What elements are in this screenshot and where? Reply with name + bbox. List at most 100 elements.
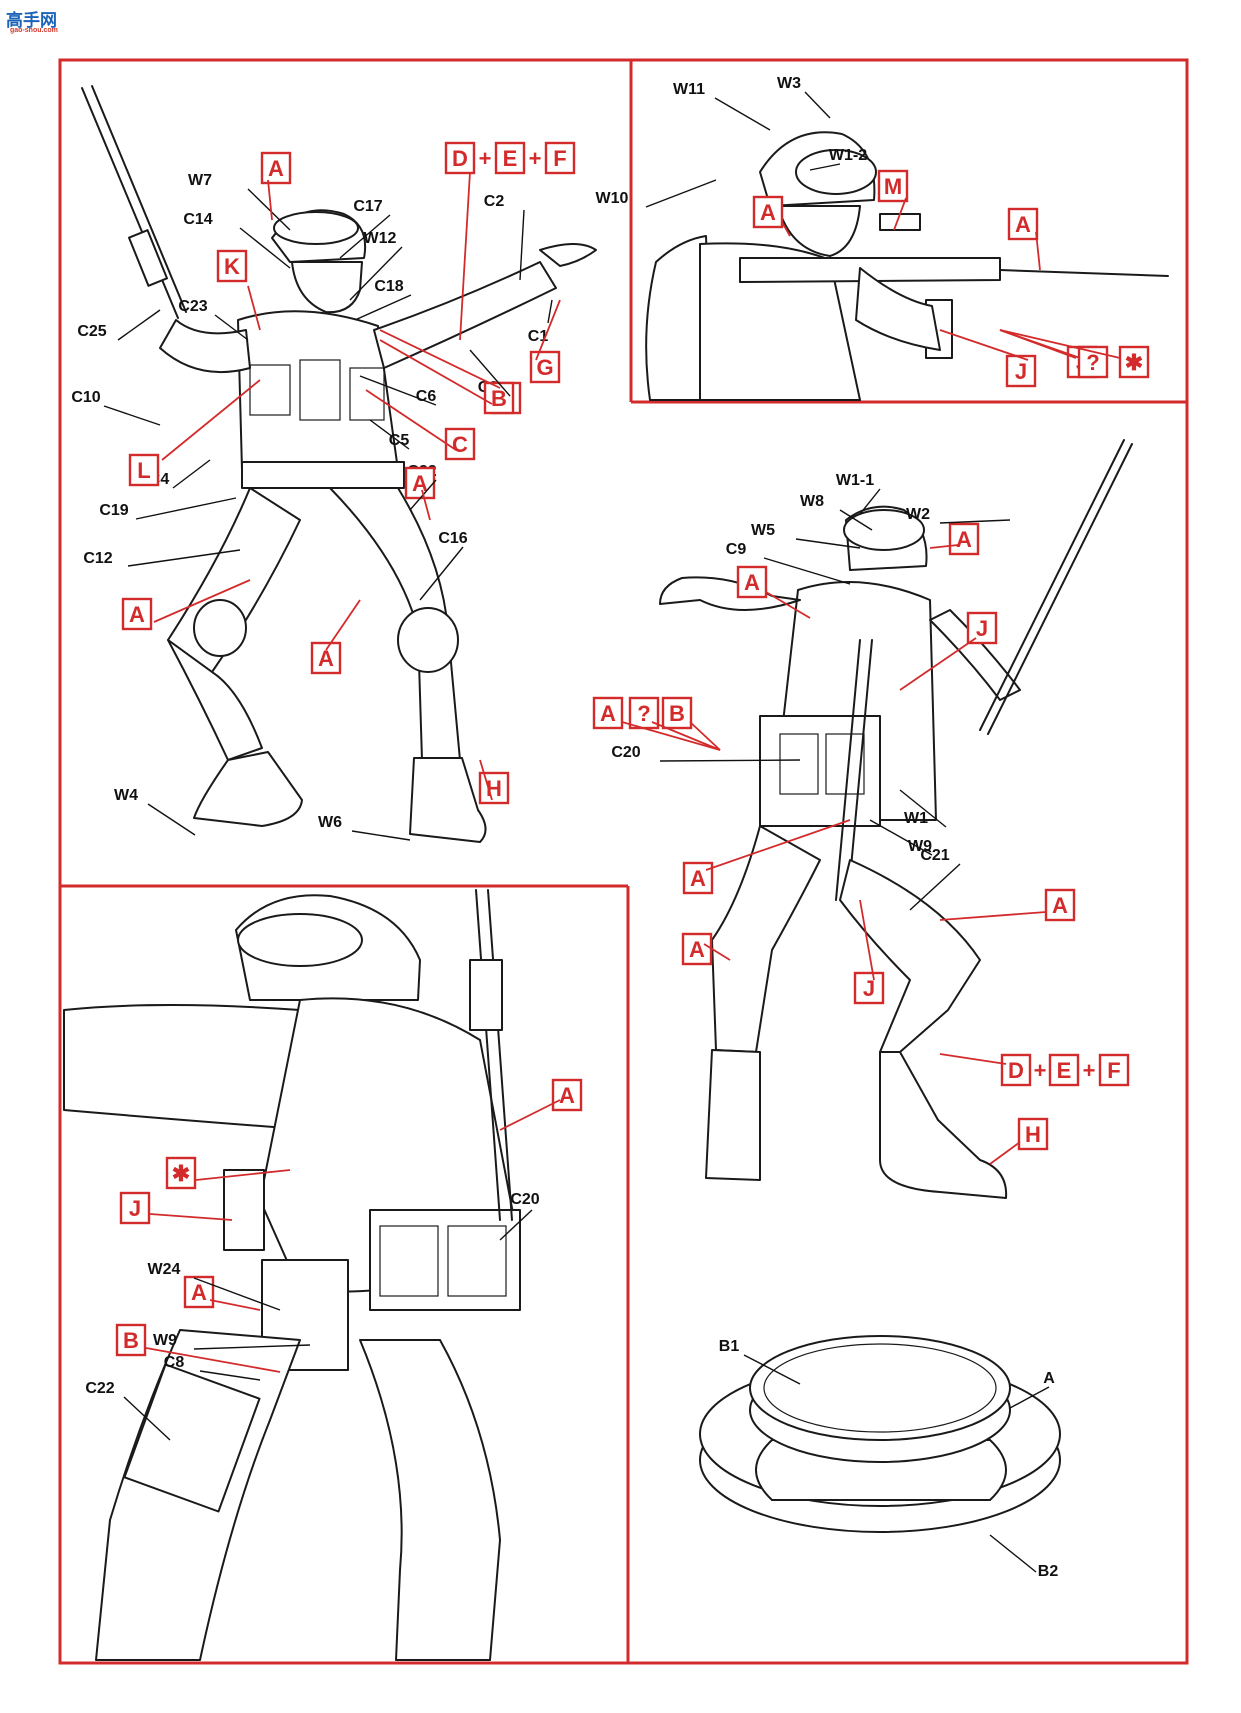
paint-callout-right-1: A: [736, 565, 768, 599]
part-leader-base-0: [743, 1354, 801, 1385]
paint-callout-right-2: J: [966, 611, 998, 645]
svg-text:H: H: [1025, 1122, 1041, 1147]
svg-text:L: L: [137, 458, 150, 483]
callout-leader-top_left-0: [267, 179, 273, 221]
svg-text:C: C: [452, 432, 468, 457]
callout-leader-right-0: [929, 544, 959, 549]
paint-callout-top_left-4: B: [483, 381, 515, 415]
callout-leader-top_right-6: [999, 329, 1121, 359]
paint-callout-top_left-0: A: [260, 151, 292, 185]
callout-leader-top_left-8: [153, 579, 251, 623]
part-label-top_left-3: C2: [484, 193, 505, 210]
part-leader-top_right-2: [809, 163, 841, 171]
part-leader-top_left-11: [103, 405, 161, 426]
part-label-top_left-19: W6: [318, 814, 342, 831]
paint-callout-right-6: A: [682, 861, 714, 895]
callout-leader-top_right-0: [781, 221, 791, 237]
paint-callout-right-10: H: [1017, 1117, 1049, 1151]
part-label-top_left-10: C6: [416, 388, 437, 405]
callout-leader-right-2: [899, 637, 977, 691]
callout-leader-top_right-2: [1035, 231, 1041, 271]
svg-text:✱: ✱: [1125, 350, 1143, 375]
paint-callout-bottom_left-3: A: [183, 1275, 215, 1309]
svg-text:A: A: [1015, 212, 1031, 237]
paint-callout-top_left-1: K: [216, 249, 248, 283]
svg-text:B: B: [123, 1328, 139, 1353]
svg-text:G: G: [536, 355, 553, 380]
svg-text:A: A: [690, 866, 706, 891]
part-leader-top_left-10: [359, 375, 437, 406]
part-label-top_left-4: W12: [364, 230, 397, 247]
part-leader-bottom_left-2: [193, 1344, 311, 1350]
paint-callout-top_left-8: A: [121, 597, 153, 631]
part-leader-top_left-0: [247, 188, 291, 231]
svg-text:B: B: [669, 701, 685, 726]
svg-text:A: A: [268, 156, 284, 181]
figure-soldier-back: [659, 439, 1133, 1199]
part-label-bottom_left-0: C20: [510, 1191, 539, 1208]
part-leader-bottom_left-1: [193, 1277, 281, 1311]
paint-callout-bottom_left-0: A: [551, 1078, 583, 1112]
svg-text:A: A: [689, 937, 705, 962]
part-label-right-4: C9: [726, 541, 747, 558]
part-label-top_right-3: W10: [596, 190, 629, 207]
svg-text:?: ?: [637, 701, 650, 726]
part-label-base-0: B1: [719, 1338, 740, 1355]
watermark-text: 高手网: [6, 11, 57, 31]
part-leader-bottom_left-3: [199, 1370, 261, 1381]
callout-leader-top_left-10: [479, 759, 493, 801]
svg-text:J: J: [976, 616, 988, 641]
callout-leader-right-5: [689, 721, 721, 751]
part-leader-right-2: [939, 519, 1011, 524]
svg-text:✱: ✱: [172, 1161, 190, 1186]
callout-leader-top_right-1: [893, 197, 907, 231]
paint-callout-top_left-6: L: [128, 453, 160, 487]
svg-text:D: D: [452, 146, 468, 171]
part-leader-top_left-16: [419, 546, 464, 601]
callout-leader-right-6: [705, 819, 851, 871]
paint-callout-top_left-10: H: [478, 771, 510, 805]
callout-leader-top_left-3: [535, 299, 561, 361]
paint-callout-bottom_left-2: J: [119, 1191, 151, 1225]
part-leader-top_left-19: [351, 830, 411, 841]
callout-leader-right-7: [703, 943, 731, 961]
part-leader-right-3: [795, 538, 861, 549]
paint-callout-top_right-6: ✱: [1118, 345, 1150, 379]
part-label-right-6: W1: [904, 810, 928, 827]
part-leader-bottom_left-4: [123, 1396, 171, 1441]
part-leader-top_left-9: [469, 349, 511, 397]
callout-leader-bottom_left-2: [149, 1213, 233, 1221]
part-label-bottom_left-2: W9: [153, 1332, 177, 1349]
part-label-bottom_left-3: C8: [164, 1354, 185, 1371]
part-label-top_left-2: C17: [353, 198, 382, 215]
part-label-top_left-7: C25: [77, 323, 106, 340]
part-leader-top_left-13: [172, 459, 211, 489]
watermark-url: gao-shou.com: [10, 27, 58, 34]
part-leader-top_right-1: [804, 91, 831, 119]
svg-text:D: D: [1008, 1058, 1024, 1083]
part-leader-right-0: [859, 488, 881, 515]
svg-text:+: +: [529, 146, 542, 171]
part-label-right-3: W5: [751, 522, 775, 539]
figure-soldier-closeup: [63, 889, 521, 1661]
part-label-top_right-2: W1-2: [829, 147, 867, 164]
paint-callout-top_right-2: A: [1007, 207, 1039, 241]
callout-leader-bottom_left-1: [195, 1169, 291, 1181]
part-leader-bottom_left-0: [499, 1209, 533, 1241]
part-label-top_left-0: W7: [188, 172, 212, 189]
callout-leader-right-4: [651, 721, 721, 751]
part-leader-top_left-8: [547, 299, 553, 324]
paint-callout-top_right-1: M: [877, 169, 909, 203]
paint-callout-right-0: A: [948, 522, 980, 556]
site-logo: 高手网 gao-shou.com: [6, 6, 70, 36]
svg-text:E: E: [503, 146, 518, 171]
paint-callout-right-4: ?: [628, 696, 660, 730]
paint-callout-right-7: A: [681, 932, 713, 966]
callout-leader-bottom_left-3: [209, 1299, 261, 1311]
part-label-base-2: B2: [1038, 1563, 1059, 1580]
callout-leader-right-3: [621, 721, 721, 751]
callout-leader-top_right-5: [999, 329, 1081, 359]
part-label-right-5: C20: [611, 744, 640, 761]
svg-text:?: ?: [1086, 350, 1099, 375]
